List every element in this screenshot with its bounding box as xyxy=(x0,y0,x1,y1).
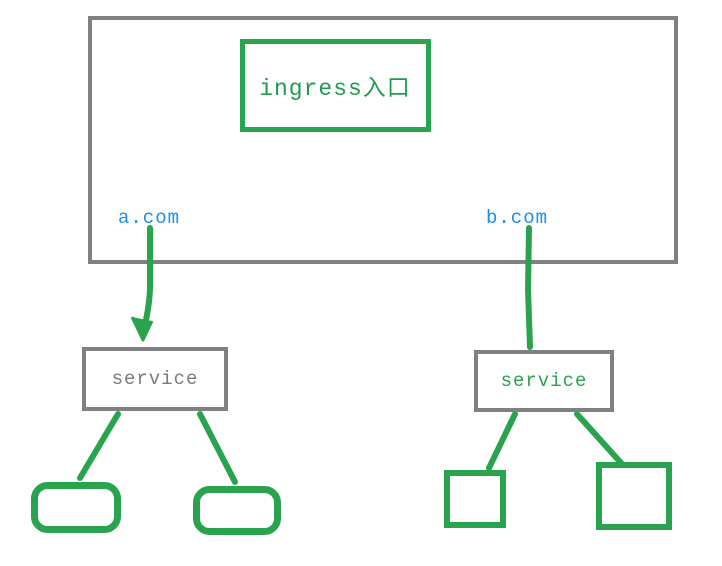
connector-service-left-pod-2 xyxy=(197,411,238,485)
connector-a-com-arrowhead xyxy=(130,316,154,342)
connector-service-right-pod-2 xyxy=(574,411,625,467)
service-right-box[interactable] xyxy=(474,350,614,412)
service-left-box[interactable] xyxy=(82,347,228,411)
pod-left-2[interactable] xyxy=(193,486,281,535)
pod-right-2[interactable] xyxy=(596,462,672,530)
connector-service-left-pod-1 xyxy=(77,411,121,481)
connector-a-com xyxy=(140,225,153,338)
pod-left-1[interactable] xyxy=(31,482,121,533)
connector-service-right-pod-1 xyxy=(486,411,518,471)
connector-b-com xyxy=(524,225,533,350)
pod-right-1[interactable] xyxy=(444,470,506,528)
ingress-box[interactable] xyxy=(240,39,431,132)
cluster-boundary xyxy=(88,16,678,264)
